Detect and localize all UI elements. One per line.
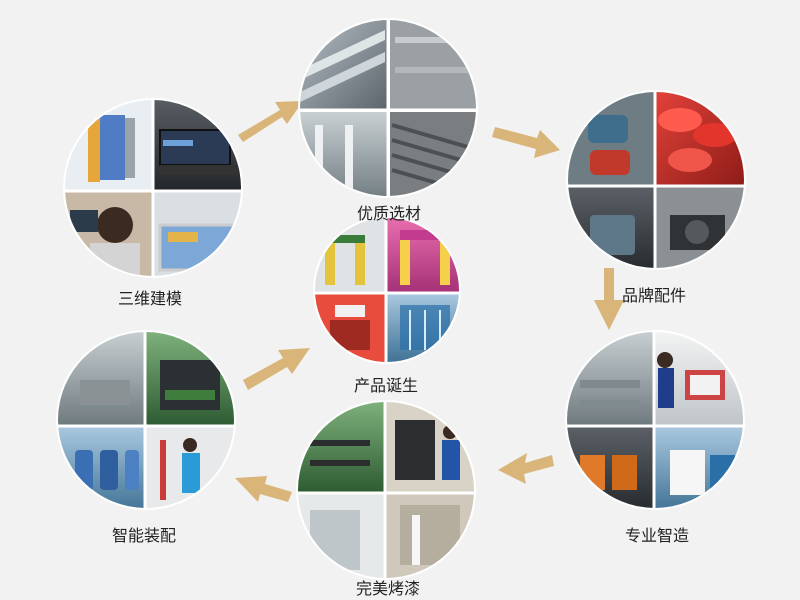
arrow-model-to-material [238,101,303,142]
step-label-painting: 完美烤漆 [355,579,420,598]
arrow-paint-to-assembly [235,476,292,502]
product-photo-icon [313,216,461,364]
painting-photo-icon [296,400,476,580]
arrow-assembly-to-product [243,348,310,390]
arrow-mfg-to-paint [498,453,554,484]
material-photo-icon [298,18,478,198]
step-label-manufacturing: 专业智造 [624,526,689,545]
step-label-material: 优质选材 [356,204,421,223]
3d-modeling-photo-icon [63,98,243,278]
assembly-photo-icon [56,330,236,510]
step-label-3d-modeling: 三维建模 [117,289,182,308]
arrow-material-to-parts [492,127,560,158]
arrow-parts-to-mfg [594,268,624,330]
brand-parts-photo-icon [566,90,746,270]
step-label-brand-parts: 品牌配件 [621,286,686,305]
step-label-assembly: 智能装配 [111,526,176,545]
step-label-product: 产品诞生 [353,376,418,395]
manufacturing-photo-icon [565,330,745,510]
